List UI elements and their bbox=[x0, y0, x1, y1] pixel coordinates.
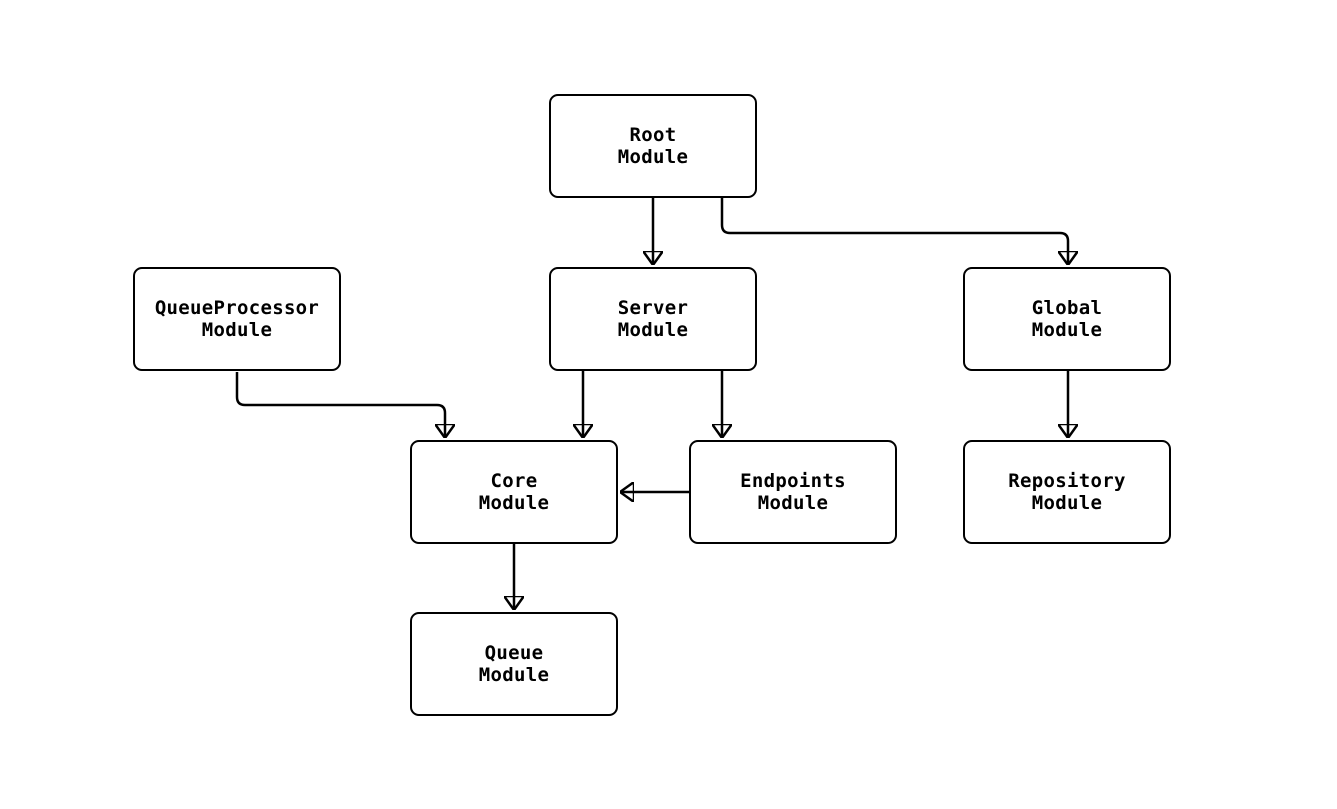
node-queue-module: Queue Module bbox=[410, 612, 618, 716]
node-root-module: Root Module bbox=[549, 94, 757, 198]
node-server-module: Server Module bbox=[549, 267, 757, 371]
node-endpoints-module: Endpoints Module bbox=[689, 440, 897, 544]
edge-queueprocessor-to-core bbox=[235, 372, 445, 437]
edge-root-to-global bbox=[720, 198, 1068, 264]
node-core-module: Core Module bbox=[410, 440, 618, 544]
node-repository-module: Repository Module bbox=[963, 440, 1171, 544]
node-queueprocessor-module: QueueProcessor Module bbox=[133, 267, 341, 371]
node-global-module: Global Module bbox=[963, 267, 1171, 371]
